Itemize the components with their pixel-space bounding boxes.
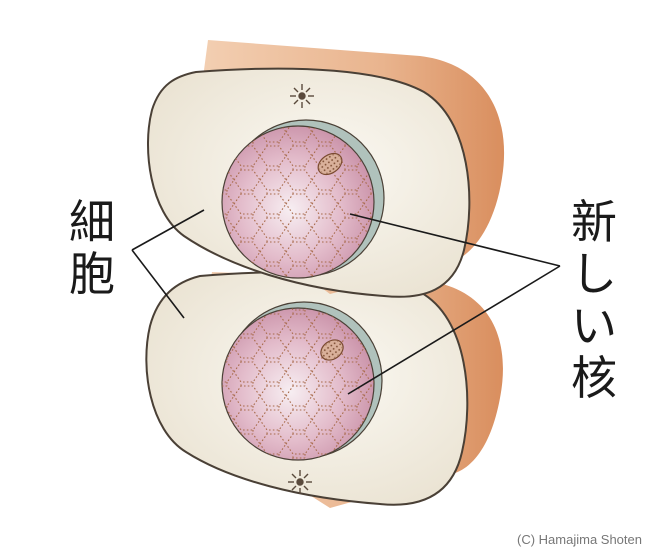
nucleus-bottom-network — [222, 308, 374, 460]
leader-nucleus — [347, 213, 561, 395]
cell-top — [147, 40, 505, 298]
nucleolus-top-dots — [319, 154, 341, 174]
cell-bottom — [145, 271, 503, 508]
label-cell: 細 胞 — [69, 195, 115, 301]
leader-cell — [131, 209, 205, 319]
nucleus-top-network — [222, 126, 374, 278]
copyright-text: (C) Hamajima Shoten — [517, 532, 642, 547]
leader-lines — [131, 209, 561, 395]
nucleolus-bottom-dots — [321, 340, 343, 360]
centrosome-icon — [290, 84, 314, 108]
label-new-nucleus: 新 し い 核 — [571, 195, 617, 405]
centrosome-icon — [288, 470, 312, 494]
